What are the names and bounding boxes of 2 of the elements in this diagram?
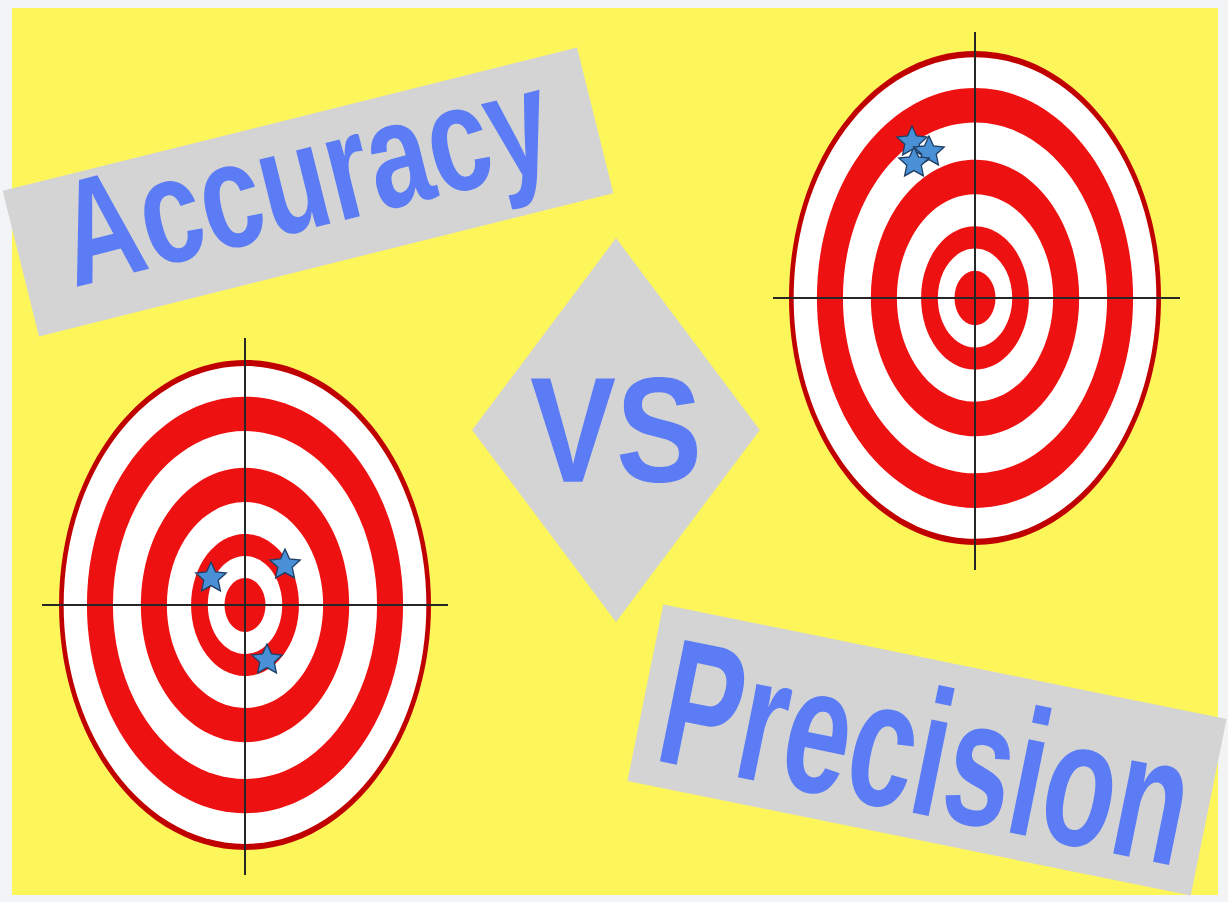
- label-band: Precision: [627, 604, 1227, 896]
- label-band: Accuracy: [2, 47, 614, 337]
